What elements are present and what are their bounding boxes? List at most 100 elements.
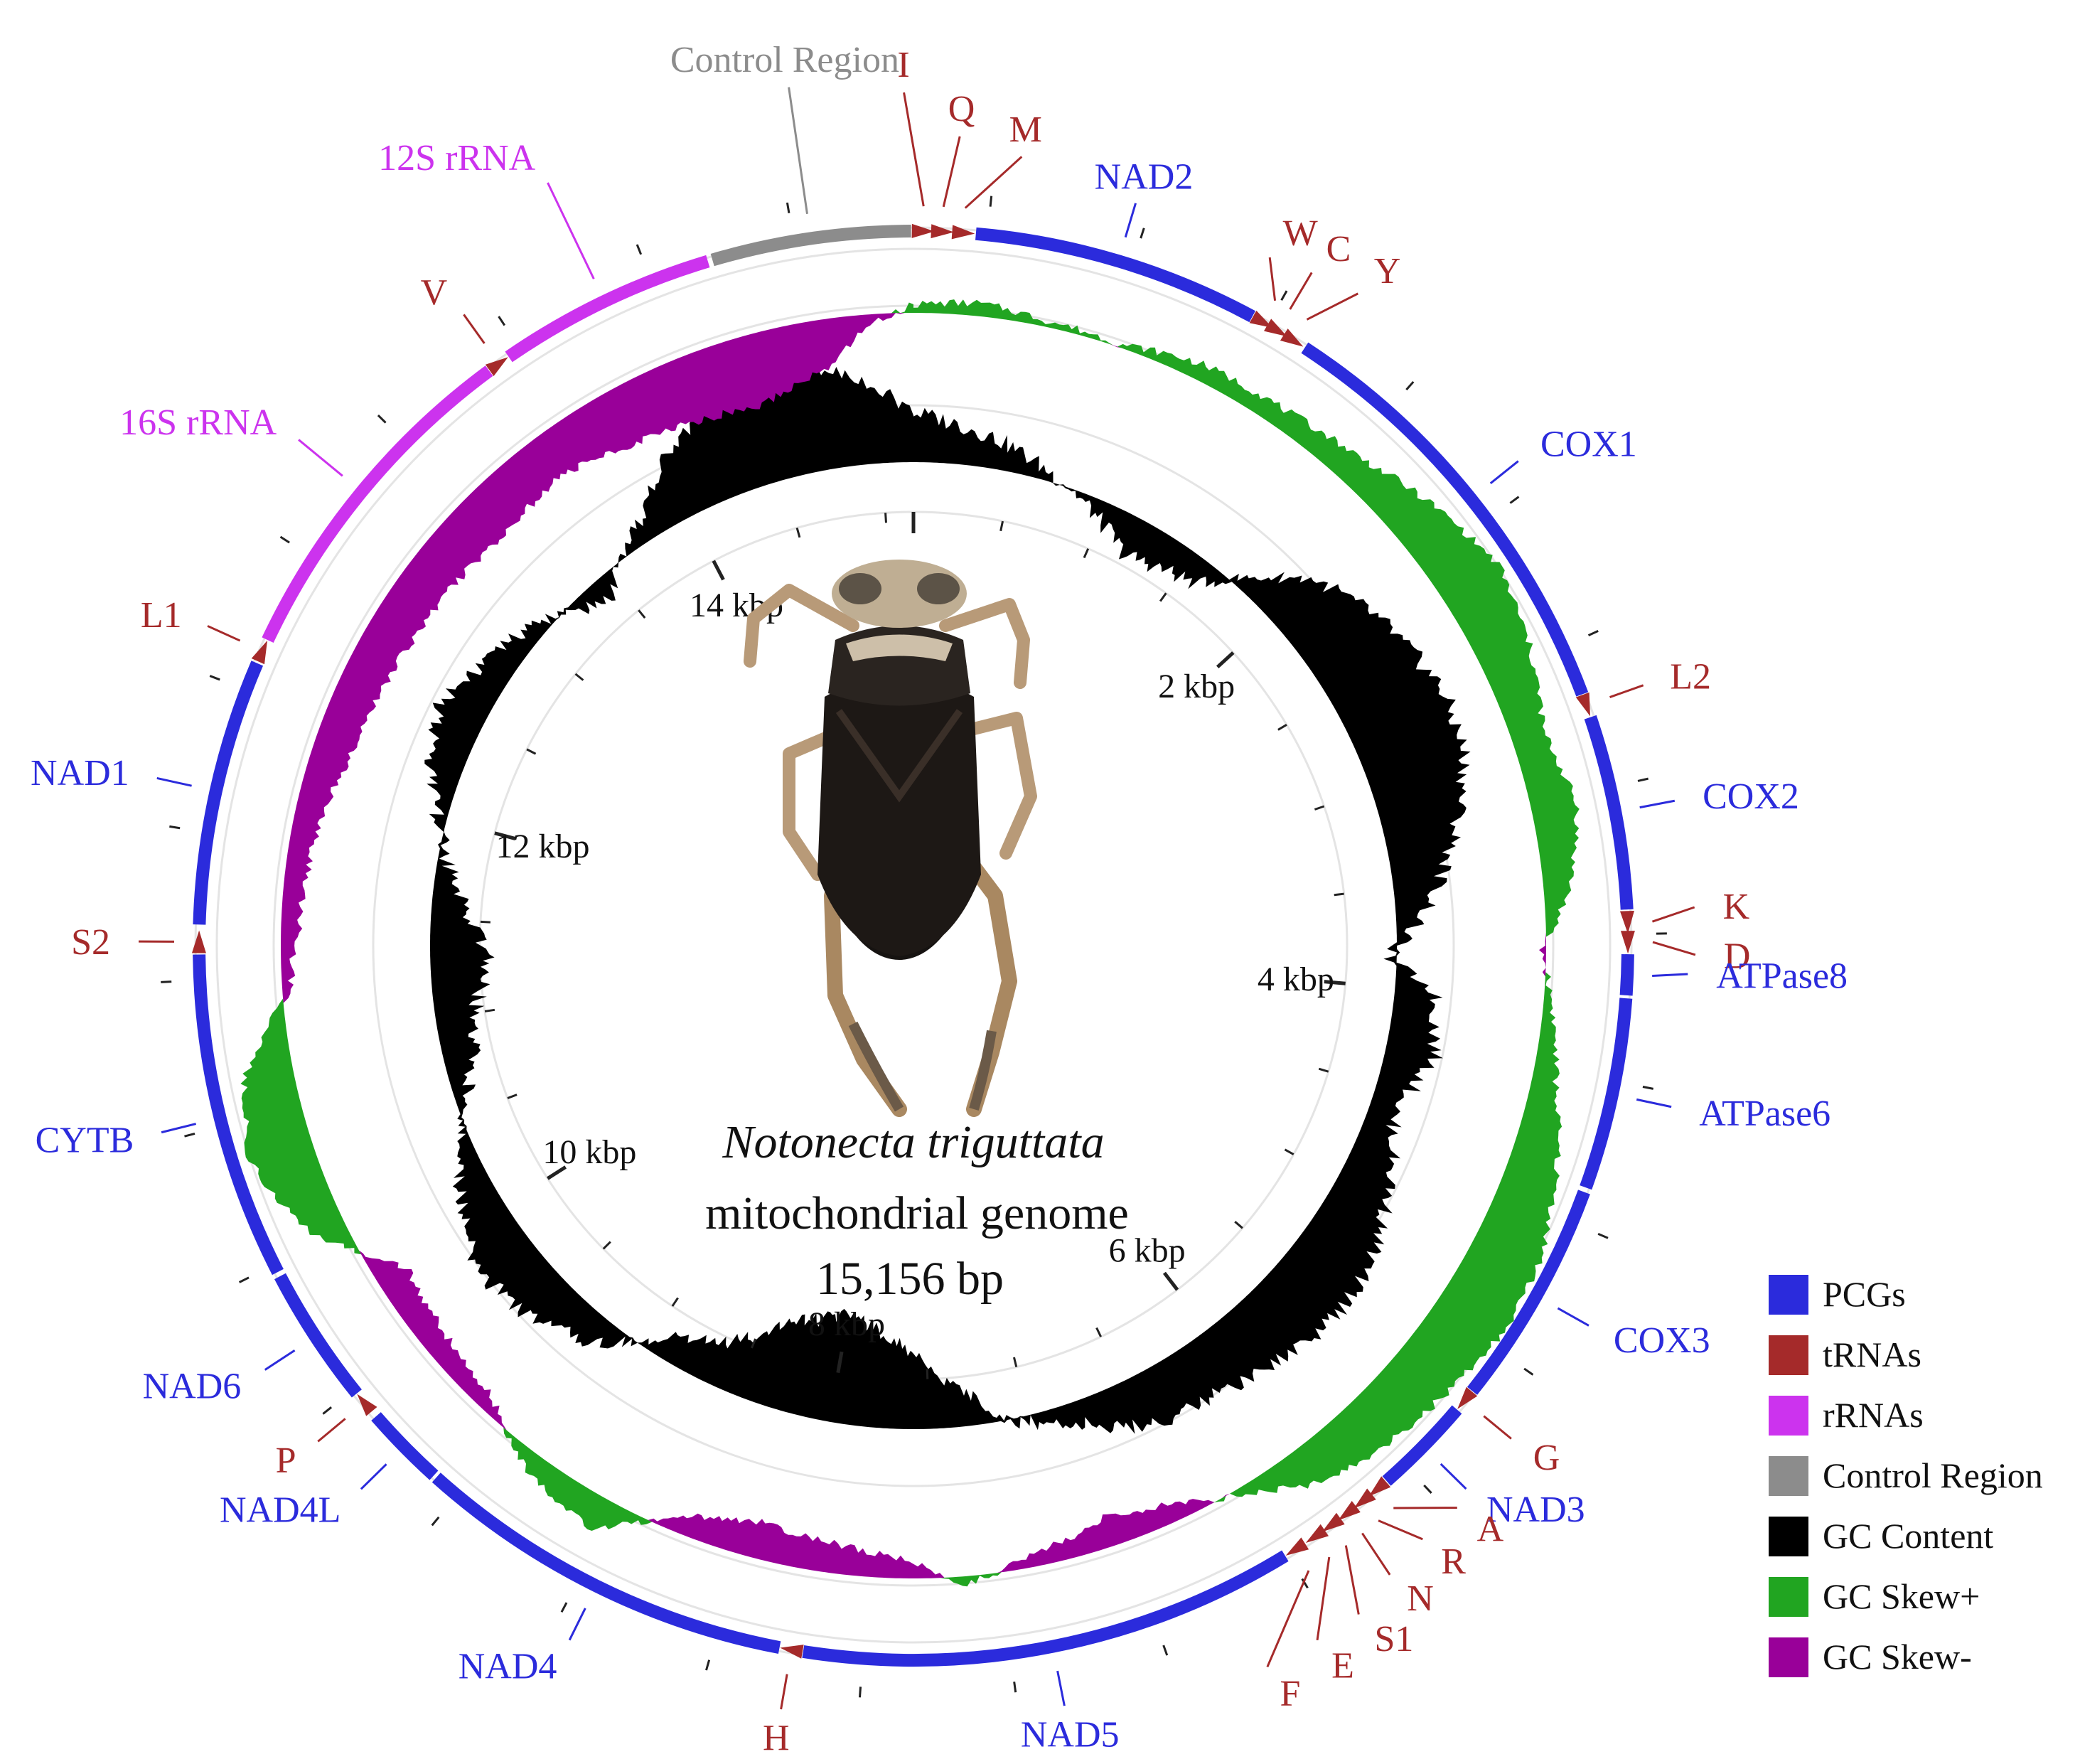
label-y: Y bbox=[1374, 251, 1401, 292]
label-nad6: NAD6 bbox=[143, 1367, 242, 1407]
outer-tick bbox=[184, 1132, 195, 1138]
trna-w bbox=[1249, 310, 1273, 328]
outer-tick bbox=[322, 1406, 333, 1415]
scale-tick bbox=[795, 528, 801, 538]
trna-a bbox=[1368, 1476, 1391, 1497]
scale-tick bbox=[480, 920, 490, 924]
outer-tick bbox=[1587, 630, 1599, 637]
pcg-atpase8 bbox=[1619, 953, 1634, 996]
scale-tick bbox=[1216, 651, 1235, 669]
pcg-cox2 bbox=[1584, 715, 1634, 910]
trna-s1 bbox=[1322, 1512, 1345, 1532]
outer-tick bbox=[786, 202, 790, 214]
pcg-atpase6 bbox=[1580, 998, 1633, 1190]
label-atpase8: ATPase8 bbox=[1716, 956, 1848, 996]
leader-g bbox=[1483, 1415, 1512, 1440]
pcg-cytb bbox=[193, 954, 284, 1276]
scale-tick bbox=[1012, 1357, 1018, 1367]
trna-l1 bbox=[251, 640, 268, 665]
leader-16s-rrna bbox=[298, 439, 343, 477]
outer-tick bbox=[377, 414, 387, 424]
scale-label-8-kbp: 8 kbp bbox=[808, 1305, 885, 1343]
outer-tick bbox=[1642, 1086, 1653, 1090]
scale-tick bbox=[1159, 592, 1167, 602]
label-16s-rrna: 16S rRNA bbox=[119, 402, 277, 443]
leader-nad1 bbox=[156, 776, 192, 787]
label-v: V bbox=[421, 272, 448, 313]
leader-y bbox=[1306, 292, 1358, 321]
scale-tick bbox=[638, 609, 646, 619]
trna-h bbox=[780, 1645, 804, 1659]
insect-leg-mid-right bbox=[953, 712, 1037, 860]
leader-p bbox=[317, 1418, 346, 1443]
legend-swatch-trnas bbox=[1769, 1335, 1808, 1375]
guide-ring bbox=[372, 404, 1455, 1487]
insect-leg-front-right bbox=[939, 598, 1030, 689]
scale-tick bbox=[1324, 980, 1346, 985]
legend-label-control-region: Control Region bbox=[1823, 1455, 2043, 1495]
outer-tick bbox=[238, 1276, 250, 1283]
scale-tick bbox=[999, 520, 1004, 532]
label-nad3: NAD3 bbox=[1486, 1490, 1585, 1530]
scale-tick bbox=[526, 748, 537, 755]
leader-cox1 bbox=[1489, 460, 1519, 485]
leader-k bbox=[1651, 906, 1695, 923]
legend-swatch-gc-content bbox=[1769, 1517, 1808, 1556]
scale-tick bbox=[712, 560, 725, 581]
genome-subtitle: mitochondrial genome bbox=[705, 1187, 1129, 1239]
pcg-nad2 bbox=[975, 227, 1255, 323]
trna-e bbox=[1305, 1524, 1329, 1544]
outer-tick bbox=[1523, 1367, 1534, 1376]
legend-label-gc-content: GC Content bbox=[1823, 1516, 1993, 1556]
trna-d bbox=[1620, 931, 1635, 954]
leader-atpase6 bbox=[1636, 1098, 1672, 1108]
label-nad4l: NAD4L bbox=[220, 1490, 341, 1530]
trna-p bbox=[357, 1394, 377, 1416]
legend-swatch-gc-skew bbox=[1769, 1577, 1808, 1617]
leader-i bbox=[903, 92, 925, 207]
leader-v bbox=[463, 314, 486, 344]
label-control-region: Control Region bbox=[670, 40, 899, 80]
leader-h bbox=[780, 1674, 788, 1710]
outer-tick bbox=[279, 535, 290, 544]
label-a: A bbox=[1477, 1509, 1504, 1549]
leader-m bbox=[964, 156, 1023, 209]
leader-nad3 bbox=[1440, 1463, 1467, 1490]
scale-tick bbox=[574, 673, 584, 681]
label-r: R bbox=[1441, 1541, 1466, 1582]
label-g: G bbox=[1533, 1438, 1560, 1478]
pcg-nad4l bbox=[371, 1412, 439, 1480]
label-c: C bbox=[1326, 229, 1351, 269]
label-l2: L2 bbox=[1670, 656, 1711, 697]
insect-leg-mid-left bbox=[783, 726, 845, 881]
label-m: M bbox=[1009, 109, 1042, 150]
trna-c bbox=[1263, 319, 1287, 337]
leader-l1 bbox=[207, 625, 241, 642]
leader-nad4 bbox=[568, 1608, 586, 1641]
scale-tick bbox=[507, 1094, 518, 1099]
label-l1: L1 bbox=[141, 595, 182, 636]
leader-12s-rrna bbox=[547, 182, 595, 279]
label-h: H bbox=[763, 1718, 790, 1758]
outer-tick bbox=[1280, 290, 1288, 301]
label-n: N bbox=[1407, 1578, 1434, 1619]
legend-label-gc-skew: GC Skew+ bbox=[1823, 1576, 1980, 1616]
outer-tick bbox=[1597, 1233, 1609, 1239]
label-12s-rrna: 12S rRNA bbox=[378, 138, 535, 178]
outer-tick bbox=[989, 196, 993, 207]
scale-tick bbox=[1095, 1327, 1102, 1337]
scale-tick bbox=[1318, 1067, 1329, 1073]
outer-tick bbox=[1013, 1682, 1017, 1693]
legend-swatch-gc-skew bbox=[1769, 1637, 1808, 1677]
scale-tick bbox=[1314, 805, 1325, 811]
scale-tick bbox=[602, 1241, 611, 1250]
scale-tick bbox=[484, 1008, 495, 1012]
legend-swatch-rrnas bbox=[1769, 1396, 1808, 1436]
pcg-nad4 bbox=[431, 1472, 781, 1655]
leader-control-region bbox=[788, 87, 808, 215]
label-nad4: NAD4 bbox=[459, 1647, 557, 1687]
insect-leg-front-left bbox=[744, 584, 859, 668]
